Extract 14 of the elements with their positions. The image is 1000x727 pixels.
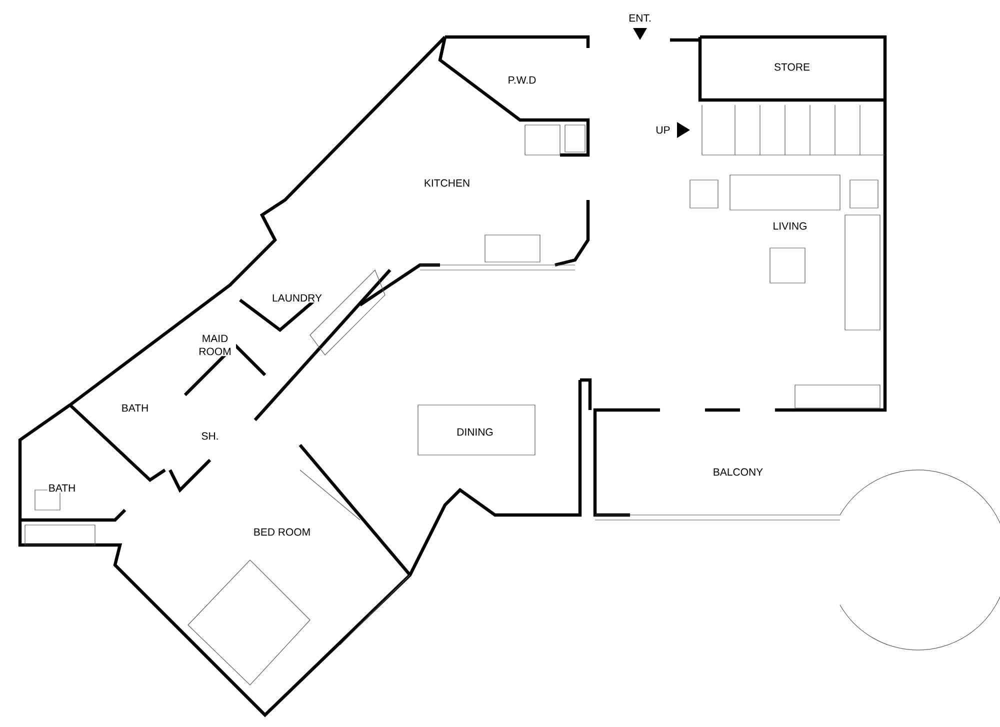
room-label: BATH [47, 483, 77, 493]
room-label: SH. [200, 431, 220, 441]
room-label: DINING [456, 427, 494, 437]
room-label: KITCHEN [422, 178, 472, 188]
room-label: UP [654, 125, 672, 135]
room-label: LAUNDRY [271, 293, 323, 303]
room-label: LIVING [772, 221, 808, 231]
room-label: BATH [120, 403, 150, 413]
room-label: ENT. [628, 13, 652, 23]
room-label: STORE [773, 62, 811, 72]
room-label: BED ROOM [252, 527, 312, 537]
room-label: BALCONY [712, 467, 764, 477]
room-label: MAID ROOM [194, 334, 236, 356]
room-label: P.W.D [506, 75, 538, 85]
